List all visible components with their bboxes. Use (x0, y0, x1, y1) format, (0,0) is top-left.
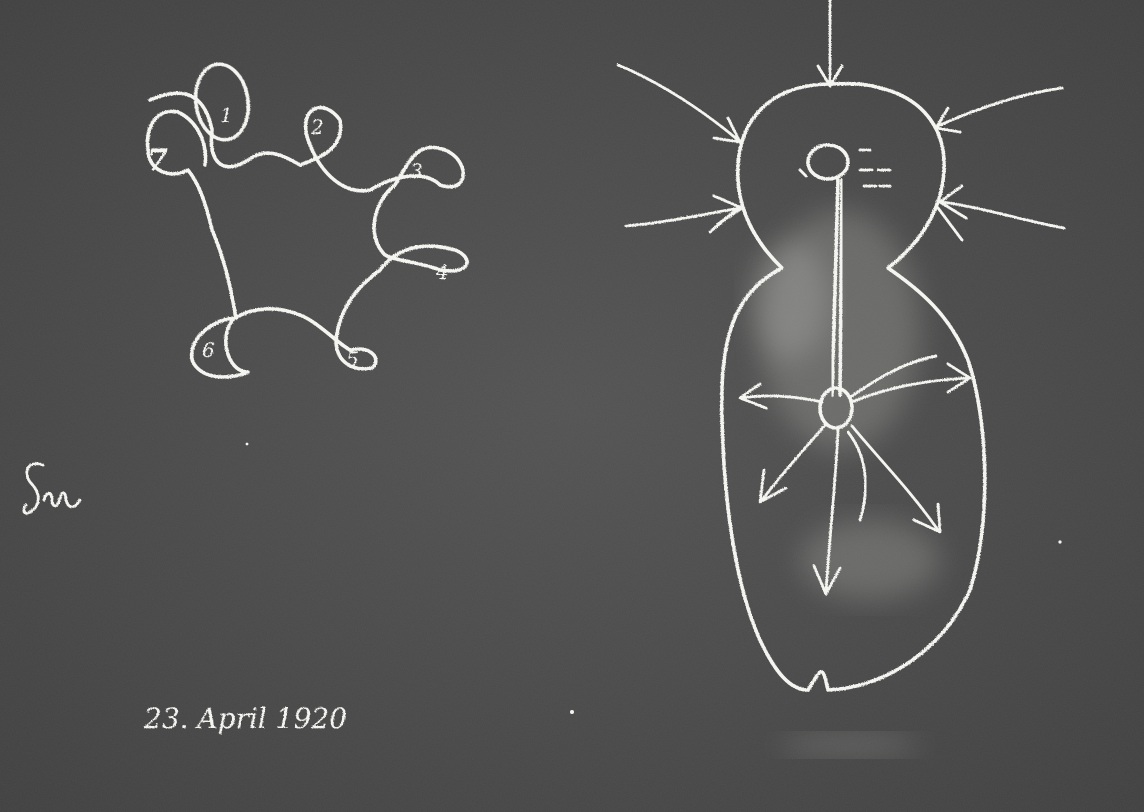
loop-label-3: 3 (410, 159, 423, 183)
loop-label-2: 2 (310, 115, 324, 139)
loop-label-5: 5 (346, 347, 359, 371)
date-inscription: 23. April 1920 (143, 702, 347, 735)
loop-label-6: 6 (202, 338, 215, 362)
loop-label-7: 7 (147, 143, 168, 178)
loop-label-1: 1 (220, 103, 233, 127)
loop-label-4: 4 (435, 260, 449, 284)
